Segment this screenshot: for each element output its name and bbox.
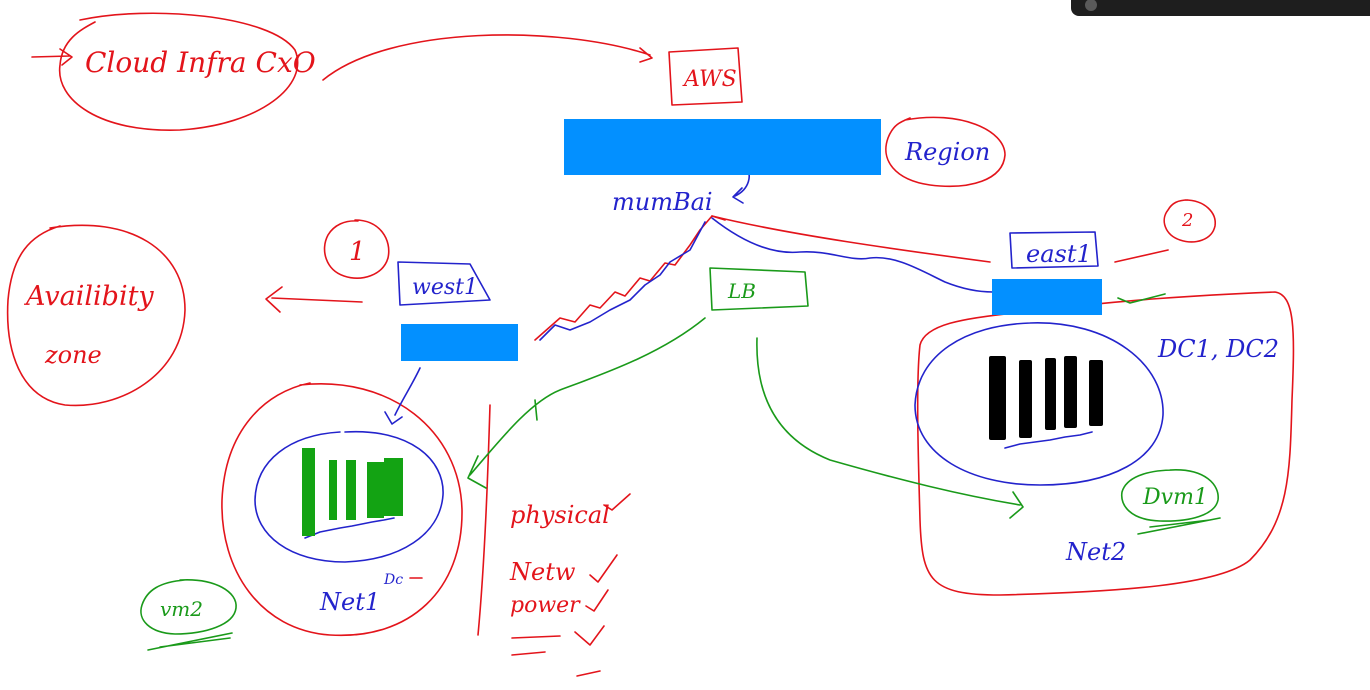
east1-label: east1 bbox=[1026, 240, 1092, 268]
red-ink-strokes bbox=[6, 12, 1295, 677]
east1-bar bbox=[992, 279, 1102, 315]
east-green-dash bbox=[1117, 293, 1166, 304]
mumbai-label: mumBai bbox=[612, 188, 713, 216]
green-ink-strokes bbox=[140, 267, 1221, 651]
net1-rack bbox=[329, 460, 337, 520]
title-to-aws-arrow bbox=[322, 34, 653, 81]
checklist-underline-1 bbox=[511, 635, 561, 639]
region-label: Region bbox=[904, 138, 990, 166]
aws-box bbox=[668, 47, 743, 106]
divider-line bbox=[477, 404, 491, 636]
title-ellipse bbox=[58, 12, 299, 131]
floating-toolbar[interactable] bbox=[1071, 0, 1370, 16]
checklist-underline-3 bbox=[576, 670, 601, 677]
checklist-underline-2 bbox=[511, 651, 546, 656]
az-number-1-circle bbox=[323, 219, 390, 279]
vm1-ellipse bbox=[1121, 469, 1219, 522]
lb-box bbox=[709, 267, 809, 311]
net1-suffix-label: Dc bbox=[383, 572, 403, 588]
az-number-2: 2 bbox=[1181, 210, 1193, 231]
west1-bar bbox=[401, 324, 518, 361]
mumbai-to-west-squiggle bbox=[534, 215, 726, 341]
lb-to-net1-tick bbox=[534, 399, 538, 421]
network-check bbox=[589, 554, 618, 583]
title-pointer-arrow bbox=[31, 48, 73, 66]
vm2-label: vm2 bbox=[160, 597, 203, 621]
net1-rack bbox=[384, 458, 403, 516]
net2-rack bbox=[1045, 358, 1056, 430]
net1-rack bbox=[367, 462, 384, 518]
availability-zone-label-line1: Availibity bbox=[23, 281, 154, 312]
extra-check bbox=[574, 625, 605, 646]
net2-rack bbox=[989, 356, 1006, 440]
region-bar bbox=[564, 119, 881, 175]
net1-dc-ellipse bbox=[254, 430, 444, 563]
mumbai-to-east-squiggle bbox=[711, 217, 994, 293]
east1-label-box bbox=[1009, 231, 1099, 269]
az-number-1: 1 bbox=[349, 237, 366, 267]
availability-zone-label-line2: zone bbox=[44, 341, 102, 369]
checklist-power: power bbox=[510, 593, 581, 618]
net1-racks bbox=[302, 448, 403, 536]
net2-label: Net2 bbox=[1065, 538, 1126, 566]
checklist-network: Netw bbox=[509, 558, 576, 586]
net2-region-box bbox=[916, 291, 1295, 596]
availability-zone-ellipse bbox=[6, 224, 186, 407]
net2-rack bbox=[1064, 356, 1077, 428]
mumbai-to-west-blue-squiggle bbox=[539, 221, 706, 341]
west1-label: west1 bbox=[412, 275, 478, 300]
power-check bbox=[585, 589, 609, 612]
west1-label-box bbox=[397, 261, 491, 306]
net2-dc-ellipse bbox=[914, 322, 1164, 486]
toolbar-button-icon[interactable] bbox=[1085, 0, 1097, 11]
net1-rack bbox=[346, 460, 356, 520]
title-text: Cloud Infra CxO bbox=[85, 46, 316, 79]
lb-to-net2-arrow bbox=[756, 337, 1024, 519]
az-number-2-circle bbox=[1163, 199, 1216, 243]
net1-circle bbox=[221, 382, 463, 637]
mumbai-to-east-line bbox=[711, 215, 991, 263]
net2-rack bbox=[1089, 360, 1103, 426]
vm2-ellipse bbox=[140, 579, 237, 635]
checklist-physical: physical bbox=[510, 501, 610, 529]
blue-ink-strokes bbox=[254, 161, 1164, 563]
net1-rack-underline bbox=[304, 517, 395, 539]
dc-pair-label: DC1, DC2 bbox=[1157, 335, 1279, 363]
physical-check bbox=[603, 493, 631, 511]
az-left-arrow bbox=[265, 286, 363, 313]
lb-label: LB bbox=[727, 279, 756, 303]
aws-label: AWS bbox=[682, 67, 737, 92]
vm2-underline bbox=[147, 632, 233, 651]
net1-rack bbox=[302, 448, 315, 536]
west-to-net1-arrow bbox=[384, 367, 421, 425]
net1-label: Net1 bbox=[319, 588, 380, 616]
region-ellipse bbox=[885, 116, 1006, 187]
vm1-label: Dvm1 bbox=[1142, 485, 1208, 510]
east-dash bbox=[1114, 249, 1169, 263]
net2-rack-underline bbox=[1004, 431, 1093, 449]
net2-racks bbox=[989, 356, 1103, 440]
net2-rack bbox=[1019, 360, 1032, 438]
vm1-underline bbox=[1137, 517, 1221, 535]
lb-to-net1-arrow bbox=[467, 317, 706, 489]
